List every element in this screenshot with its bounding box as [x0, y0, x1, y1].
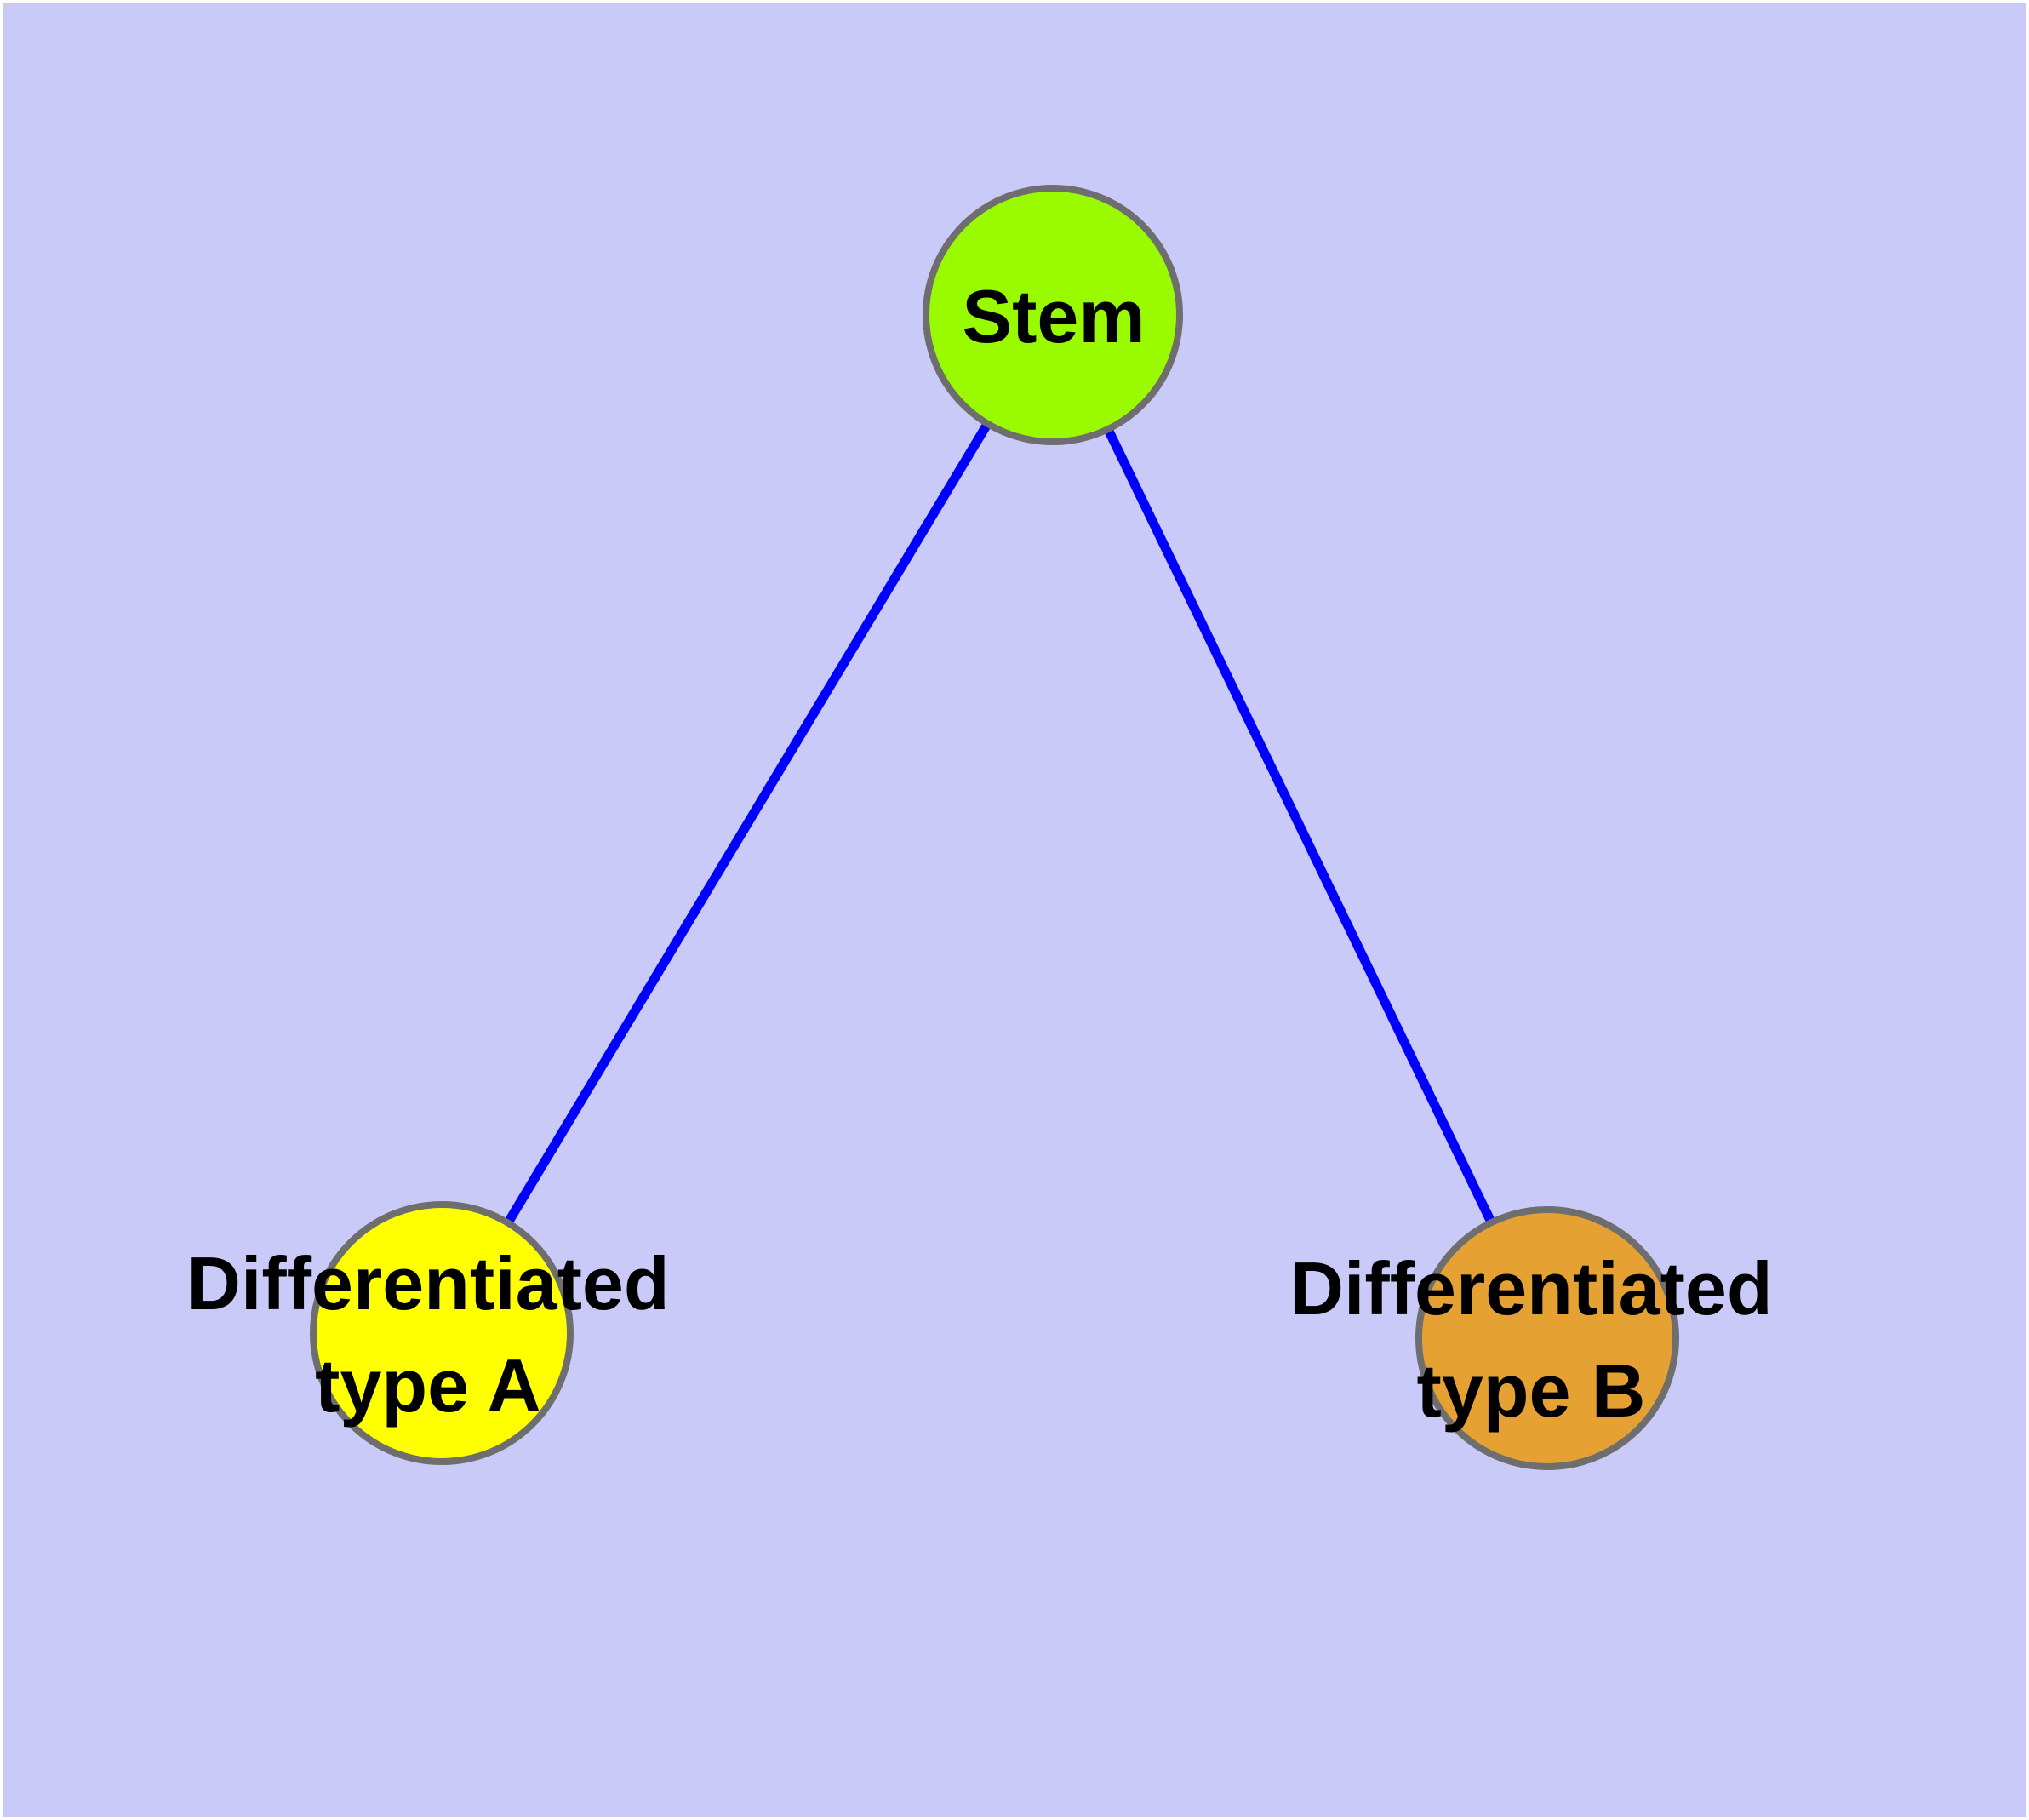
- node-typeA-circle: [310, 1201, 574, 1465]
- node-typeA-label: Differentiated type A: [186, 1233, 669, 1437]
- node-typeB-circle: [1415, 1206, 1679, 1470]
- node-stem-label: Stem: [962, 274, 1146, 358]
- node-typeB-label-line2: type B: [1416, 1348, 1646, 1433]
- node-typeB-label: Differentiated type B: [1289, 1238, 1772, 1442]
- node-typeB-label-line1: Differentiated: [1289, 1246, 1773, 1331]
- node-typeA-label-line1: Differentiated: [186, 1241, 670, 1325]
- node-typeA-label-line2: type A: [315, 1343, 541, 1428]
- node-stem-circle: [923, 185, 1183, 445]
- edge-stem-to-typeA: [437, 312, 1057, 1336]
- edge-stem-to-typeB: [1049, 312, 1552, 1341]
